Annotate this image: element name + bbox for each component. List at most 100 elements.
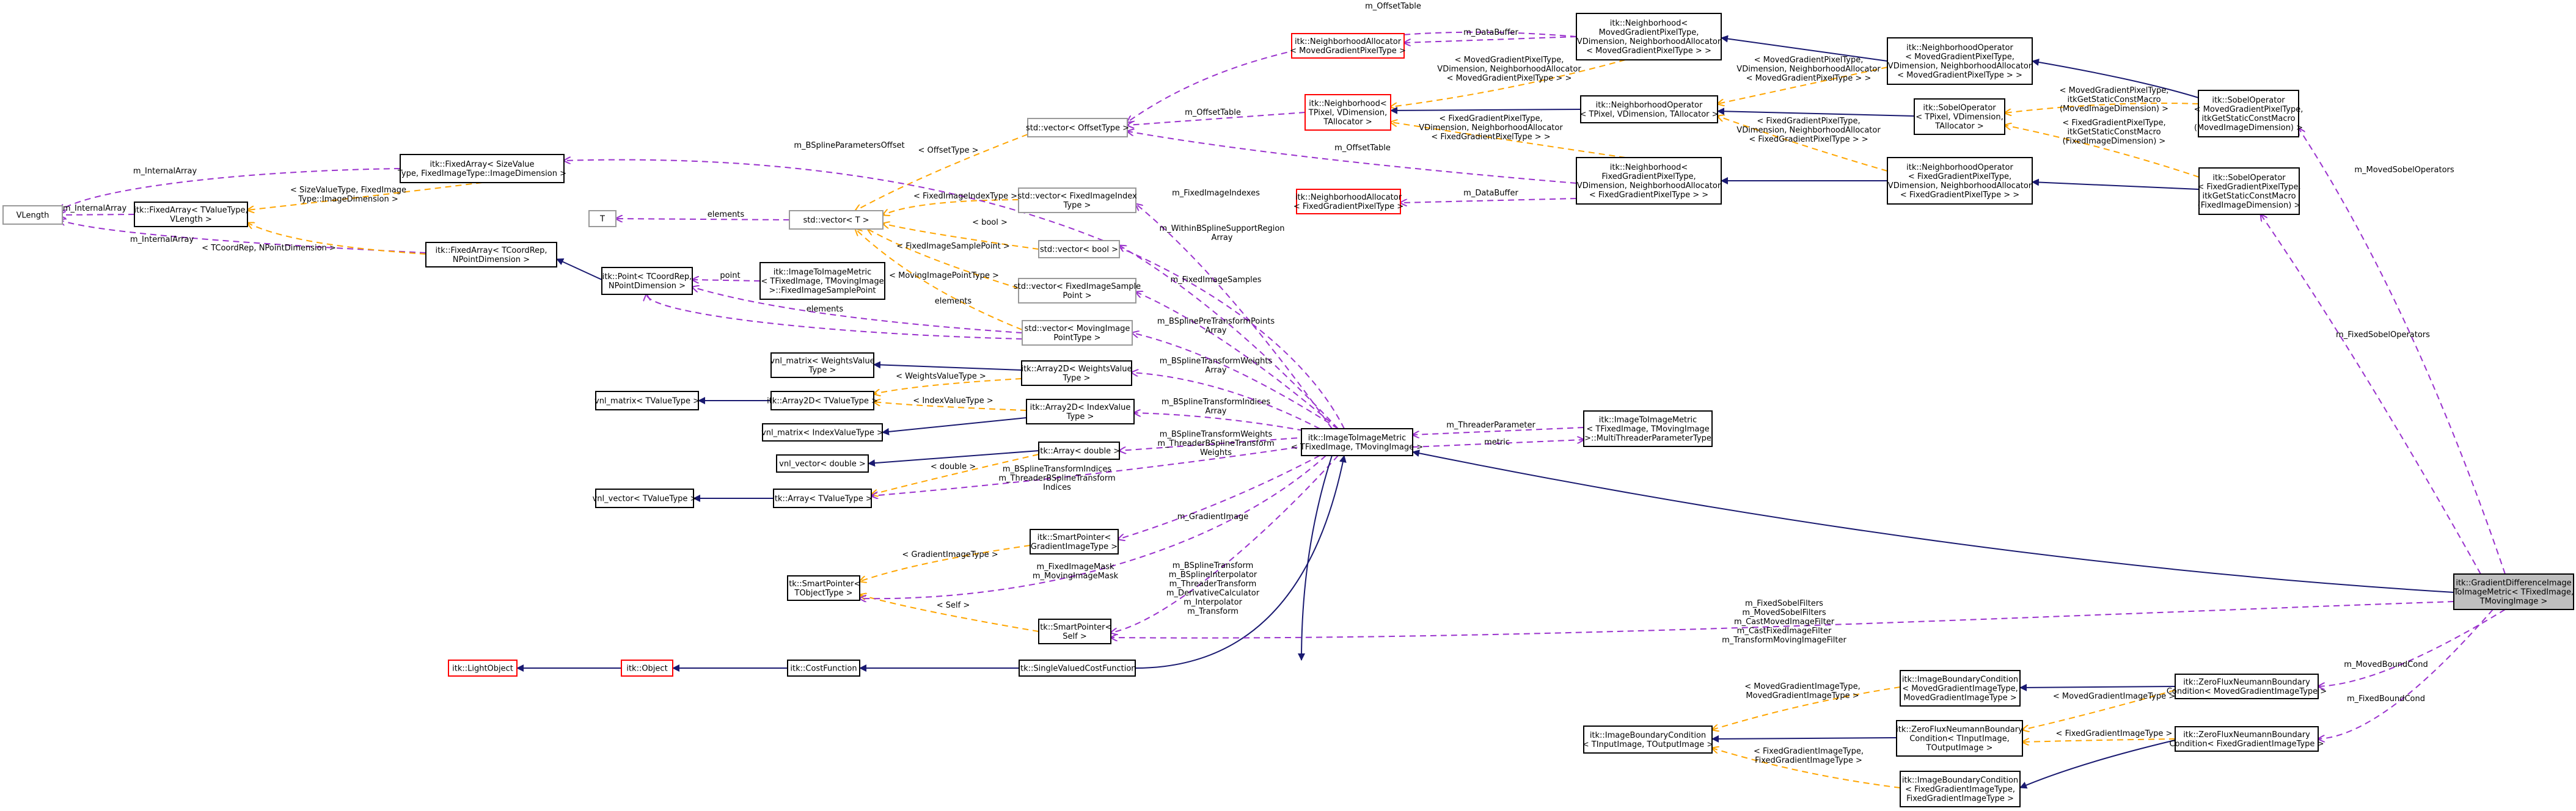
edge-line (1404, 36, 1577, 43)
class-node-vector-fixedindex[interactable]: std::vector< FixedImageIndexType > (1017, 187, 1137, 213)
class-node-array2d-index[interactable]: itk::Array2D< IndexValueType > (1026, 399, 1135, 424)
edge-label: m_DerivativeCalculator (1166, 589, 1260, 598)
class-node-box (1038, 240, 1120, 258)
class-node-vnl-matrix-t[interactable]: vnl_matrix< TValueType > (595, 391, 700, 410)
class-node-label: < TFixedImage, TMovingImage > (1291, 443, 1423, 452)
class-node-nop-fixed[interactable]: itk::NeighborhoodOperator< FixedGradient… (1887, 157, 2033, 205)
class-node-label: (MovedImageDimension) > (2194, 123, 2303, 133)
class-node-vnl-matrix-index[interactable]: vnl_matrix< IndexValueType > (761, 423, 884, 442)
class-node-label: Type > (1063, 374, 1091, 383)
edge-label: VDimension, NeighborhoodAllocator (1437, 65, 1581, 74)
class-node-vector-fixedsample[interactable]: std::vector< FixedImageSamplePoint > (1014, 278, 1141, 304)
edge-label: < FixedGradientPixelType, (1439, 114, 1542, 123)
class-node-vlength[interactable]: VLength (2, 205, 63, 225)
edge-label: elements (807, 305, 844, 314)
class-node-label: TOutputImage > (1926, 744, 1993, 753)
edge-label: Array (1205, 326, 1226, 335)
class-node-fa-tvalue-vlength[interactable]: itk::FixedArray< TValueType,VLength > (134, 202, 248, 227)
class-node-ibc-moved[interactable]: itk::ImageBoundaryCondition< MovedGradie… (1900, 670, 2021, 707)
class-node-svcf[interactable]: itk::SingleValuedCostFunction (1018, 660, 1136, 677)
class-node-label: itk::ImageToImageMetric (1308, 434, 1407, 443)
class-node-vector-bool[interactable]: std::vector< bool > (1038, 240, 1120, 258)
edge-use-e73 (2318, 609, 2494, 739)
class-node-box (595, 391, 699, 410)
edge-label: m_CastFixedImageFilter (1737, 627, 1832, 636)
edge-tmpl-e4 (247, 182, 483, 210)
class-node-nop-t[interactable]: itk::NeighborhoodOperator< TPixel, VDime… (1579, 95, 1719, 123)
class-node-array-double[interactable]: itk::Array< double > (1038, 442, 1120, 460)
class-node-na-moved[interactable]: itk::NeighborhoodAllocator< MovedGradien… (1290, 33, 1406, 59)
edge-label: m_GradientImage (1177, 512, 1248, 522)
class-node-na-fixed[interactable]: itk::NeighborhoodAllocator< FixedGradien… (1293, 189, 1403, 214)
class-node-vnl-vector-double[interactable]: vnl_vector< double > (776, 454, 869, 473)
class-node-vector-t[interactable]: std::vector< T > (789, 210, 884, 230)
class-node-box (2175, 726, 2319, 752)
edge-tmpl-e26 (860, 595, 1039, 632)
edge-label: m_BSplinePreTransformPoints (1157, 317, 1275, 326)
class-node-costfunction[interactable]: itk::CostFunction (787, 660, 860, 677)
class-node-nb-moved[interactable]: itk::Neighborhood<MovedGradientPixelType… (1576, 13, 1722, 60)
class-node-itm-sample[interactable]: itk::ImageToImageMetric< TFixedImage, TM… (759, 262, 885, 300)
class-node-sp-self[interactable]: itk::SmartPointer<Self > (1038, 619, 1112, 644)
class-node-lightobject[interactable]: itk::LightObject (448, 660, 518, 677)
edge-line (1134, 413, 1314, 433)
class-node-vector-offset[interactable]: std::vector< OffsetType > (1026, 118, 1129, 137)
edge-label: < TCoordRep, NPointDimension > (202, 244, 336, 253)
class-node-label: itk::Array< TValueType > (772, 495, 873, 504)
edge-label: m_Interpolator (1184, 598, 1243, 607)
class-node-label: < FixedGradientPixelType > > (1589, 191, 1708, 200)
class-node-nb-fixed[interactable]: itk::Neighborhood<FixedGradientPixelType… (1576, 157, 1722, 205)
edge-label: m_BSplineParametersOffset (794, 141, 904, 150)
class-node-sp-gradient[interactable]: itk::SmartPointer<GradientImageType > (1030, 529, 1119, 555)
class-node-ibc-fixed[interactable]: itk::ImageBoundaryCondition< FixedGradie… (1900, 771, 2021, 807)
edge-line (2318, 609, 2494, 739)
class-node-label: < TFixedImage, TMovingImage (761, 277, 884, 286)
class-node-box (1887, 37, 2033, 85)
class-node-itm[interactable]: itk::ImageToImageMetric< TFixedImage, TM… (1291, 428, 1423, 456)
class-node-array2d-t[interactable]: itk::Array2D< TValueType > (767, 391, 878, 410)
class-node-object[interactable]: itk::Object (621, 660, 673, 677)
class-node-sp-tobject[interactable]: itk::SmartPointer<TObjectType > (787, 575, 861, 601)
class-node-array-t[interactable]: itk::Array< TValueType > (772, 489, 873, 508)
class-node-fa-tcoordrep[interactable]: itk::FixedArray< TCoordRep,NPointDimensi… (425, 242, 557, 267)
edge-label: (FixedImageDimension) > (2063, 137, 2166, 146)
class-node-box (1026, 399, 1135, 424)
class-node-fa-sizevalue[interactable]: itk::FixedArray< SizeValueType, FixedIma… (397, 154, 566, 183)
class-node-label: itk::Array< double > (1038, 447, 1120, 456)
class-node-itm-threader[interactable]: itk::ImageToImageMetric< TFixedImage, TM… (1583, 410, 1713, 447)
class-node-box (1018, 187, 1136, 213)
class-node-vnl-matrix-weights[interactable]: vnl_matrix< WeightsValueType > (770, 352, 875, 378)
class-node-label: itk::ImageToImageMetric (774, 268, 872, 277)
class-node-label: Type > (1066, 412, 1094, 421)
class-node-label: < FixedGradientImageType, (1905, 785, 2015, 795)
class-node-ibc-t[interactable]: itk::ImageBoundaryCondition< TInputImage… (1583, 726, 1713, 754)
edge-label: m_Transform (1187, 607, 1239, 616)
class-node-vector-movingpoint[interactable]: std::vector< MovingImagePointType > (1022, 320, 1133, 346)
class-node-t[interactable]: T (588, 210, 617, 227)
class-node-gdm[interactable]: itk::GradientDifferenceImageToImageMetri… (2453, 573, 2574, 610)
edge-tmpl-e58 (2005, 103, 2199, 113)
class-node-nb-t[interactable]: itk::Neighborhood<TPixel, VDimension,TAl… (1304, 94, 1391, 131)
class-node-nop-moved[interactable]: itk::NeighborhoodOperator< MovedGradient… (1887, 37, 2033, 85)
class-node-sobel-moved[interactable]: itk::SobelOperator< MovedGradientPixelTy… (2194, 90, 2303, 137)
class-node-sobel-t[interactable]: itk::SobelOperator< TPixel, VDimension,T… (1914, 98, 2005, 135)
class-node-point[interactable]: itk::Point< TCoordRep,NPointDimension > (601, 267, 693, 295)
class-node-label: VDimension, NeighborhoodAllocator (1577, 37, 1721, 46)
class-node-box (1019, 660, 1136, 677)
edge-label: < SizeValueType, FixedImage (290, 186, 406, 195)
edge-label: itkGetStaticConstMacro (2067, 128, 2161, 137)
edge-tmpl-e13 (868, 229, 1019, 289)
edge-label: < MovedGradientImageType, (1744, 682, 1860, 691)
edge-tmpl-e11 (883, 199, 1019, 215)
class-node-vnl-vector-t[interactable]: vnl_vector< TValueType > (593, 489, 697, 508)
edge-label: Weights (1200, 448, 1232, 457)
edge-inherit-e65 (2019, 683, 2176, 691)
class-node-box (2175, 674, 2319, 699)
class-node-label: vnl_vector< TValueType > (593, 495, 697, 504)
class-node-label: VLength (16, 211, 49, 220)
class-node-array2d-weights[interactable]: itk::Array2D< WeightsValueType > (1021, 360, 1132, 386)
class-node-sobel-fixed[interactable]: itk::SobelOperator< FixedGradientPixelTy… (2197, 167, 2301, 215)
